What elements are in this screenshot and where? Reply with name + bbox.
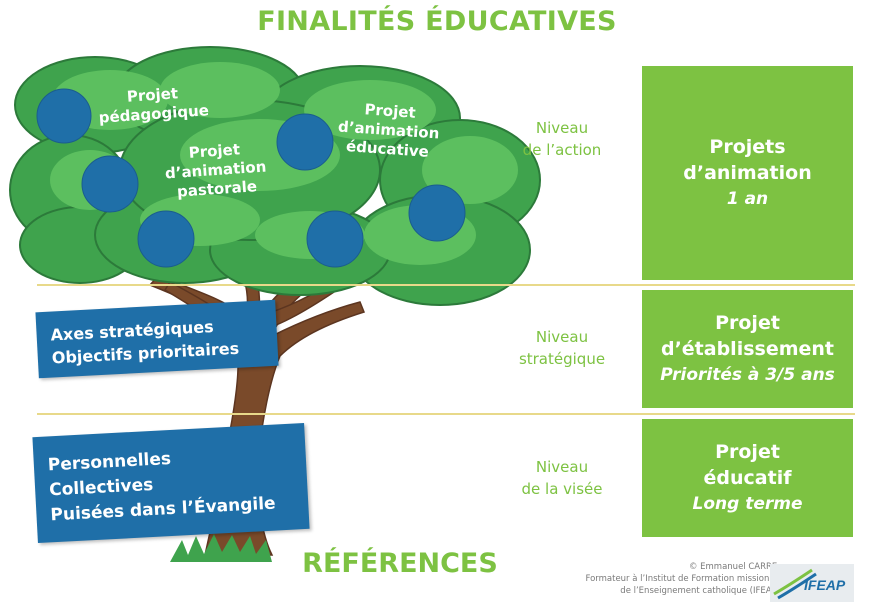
copyright-line: de l’Enseignement catholique (IFEAP): [620, 586, 780, 596]
green-box-title: éducatif: [703, 467, 792, 489]
green-box-title: Projet: [715, 312, 780, 334]
circle-1: [36, 88, 92, 144]
circle-4: [276, 113, 334, 171]
circle-5: [306, 210, 364, 268]
green-box-subtitle: Priorités à 3/5 ans: [660, 365, 835, 385]
label-projet-animation-pastorale: Projet d’animation pastorale: [163, 139, 268, 203]
logo-text: IFEAP: [804, 577, 846, 593]
green-box-subtitle: 1 an: [726, 189, 769, 209]
level-line: Niveau: [535, 458, 589, 476]
green-box-subtitle: Long terme: [692, 494, 803, 514]
level-line: stratégique: [518, 350, 606, 368]
green-box-projet-educatif: Projet éducatif Long terme: [642, 419, 853, 537]
green-box-title: Projet: [715, 441, 780, 463]
circle-3: [137, 210, 195, 268]
title-finalites: FINALITÉS ÉDUCATIVES: [257, 6, 617, 37]
green-box-projet-etablissement: Projet d’établissement Priorités à 3/5 a…: [642, 290, 853, 408]
level-line: de la visée: [521, 480, 603, 498]
logo-swoosh-green: [773, 568, 813, 596]
level-line: de l’action: [522, 141, 602, 159]
level-line: Niveau: [535, 119, 589, 137]
circle-6: [408, 184, 466, 242]
label-projet-pedagogique: Projet pédagogique: [97, 82, 210, 128]
green-box-title: d’établissement: [660, 338, 835, 360]
level-line: Niveau: [535, 328, 589, 346]
blue-box-strategic: Axes stratégiques Objectifs prioritaires: [35, 299, 279, 379]
level-action: Niveau de l’action: [492, 117, 632, 161]
logo-swoosh-blue: [777, 572, 817, 600]
green-box-title: Projets: [709, 136, 786, 158]
green-box-title: d’animation: [683, 162, 812, 184]
grass: [170, 534, 272, 562]
separator-line-bottom: [37, 413, 855, 415]
tree-circles: [36, 88, 466, 268]
circle-2: [81, 155, 139, 213]
title-references: RÉFÉRENCES: [302, 548, 498, 579]
copyright-line: Formateur à l’Institut de Formation miss…: [585, 574, 780, 584]
copyright-text: © Emmanuel CARRE, Formateur à l’Institut…: [585, 561, 780, 597]
level-visee: Niveau de la visée: [492, 456, 632, 500]
tree-foliage: [9, 46, 541, 306]
level-strategique: Niveau stratégique: [492, 326, 632, 370]
ifeap-logo: IFEAP: [770, 564, 854, 602]
label-projet-animation-educative: Projet d’animation éducative: [336, 99, 441, 163]
separator-line-top: [37, 284, 855, 286]
blue-box-vision: Personnelles Collectives Puisées dans l’…: [32, 422, 310, 544]
tree-illustration: [9, 46, 541, 562]
green-box-projets-animation: Projets d’animation 1 an: [642, 66, 853, 280]
copyright-line: © Emmanuel CARRE,: [688, 562, 780, 572]
